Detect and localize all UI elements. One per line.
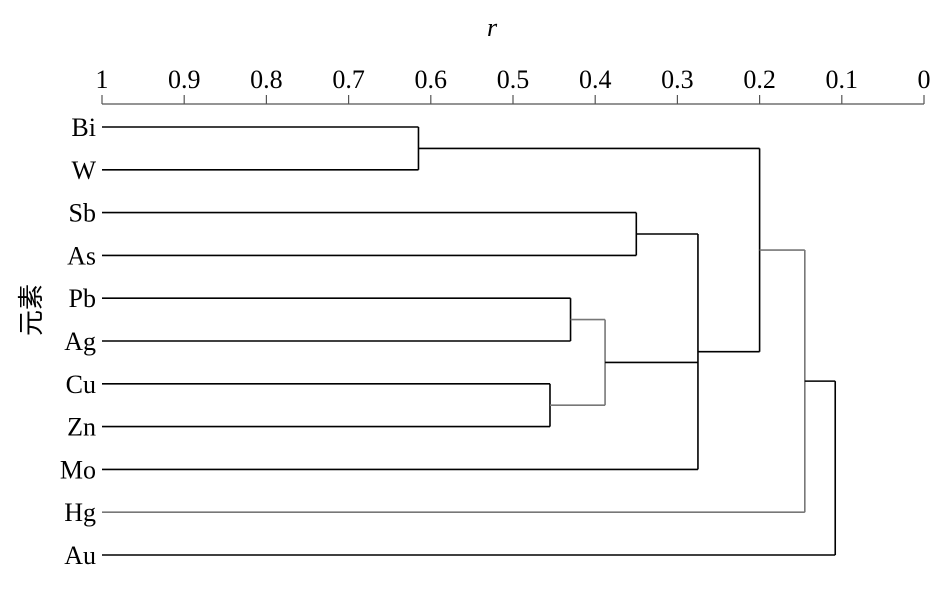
leaf-label-w: W [71,156,96,185]
leaf-label-pb: Pb [69,284,96,313]
x-axis-title: r [487,13,498,42]
leaf-label-hg: Hg [64,498,96,527]
x-tick-label: 0.6 [415,65,448,94]
x-tick-label: 0.9 [168,65,201,94]
y-axis-title: 元素 [17,284,46,336]
dendrogram-links [102,126,837,556]
leaf-label-bi: Bi [71,113,96,142]
leaf-label-mo: Mo [60,455,96,484]
leaf-label-as: As [67,241,96,270]
leaf-label-zn: Zn [67,413,96,442]
x-tick-label: 0.1 [826,65,859,94]
leaf-label-cu: Cu [66,370,96,399]
leaf-label-sb: Sb [69,199,96,228]
x-tick-label: 1 [96,65,109,94]
x-tick-label: 0.3 [661,65,694,94]
x-tick-label: 0.7 [332,65,365,94]
x-tick-label: 0.4 [579,65,612,94]
leaf-label-ag: Ag [64,327,96,356]
x-tick-label: 0 [918,65,931,94]
x-tick-label: 0.5 [497,65,530,94]
x-tick-label: 0.2 [743,65,776,94]
x-axis: 1 0.9 0.8 0.7 0.6 0.5 0.4 0.3 0.2 0.1 0 [96,65,931,105]
x-tick-label: 0.8 [250,65,283,94]
leaf-label-au: Au [64,541,96,570]
